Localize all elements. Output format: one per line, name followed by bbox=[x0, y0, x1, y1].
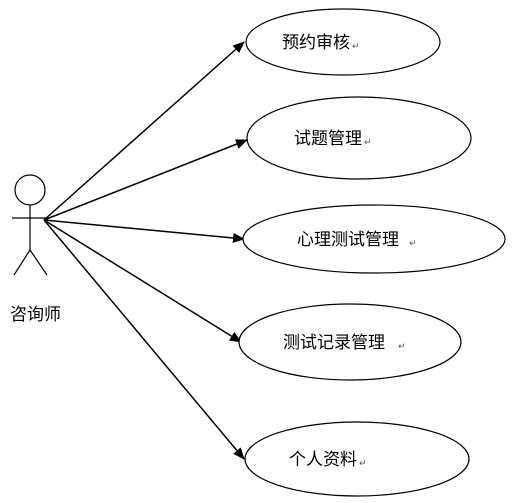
association-arrow-psych-test-management bbox=[43, 219, 245, 243]
association-arrow-appointment-review bbox=[43, 41, 245, 221]
paragraph-mark: ↵ bbox=[409, 239, 417, 249]
associations bbox=[43, 41, 248, 460]
actor-label: 咨询师 bbox=[10, 305, 61, 325]
paragraph-mark: ↵ bbox=[352, 42, 360, 52]
association-arrow-question-management bbox=[43, 139, 248, 221]
use-case-question-management: 试题管理 ↵ bbox=[246, 96, 472, 180]
use-case-psych-test-management: 心理测试管理 ↵ bbox=[242, 204, 506, 274]
use-case-label: 预约审核 bbox=[282, 33, 350, 53]
paragraph-mark: ↵ bbox=[398, 342, 406, 352]
actor-icon bbox=[12, 174, 49, 276]
actor-head bbox=[14, 174, 46, 206]
use-case-personal-profile: 个人资料 ↵ bbox=[244, 421, 470, 497]
use-case-test-record-management: 测试记录管理 ↵ bbox=[238, 303, 462, 381]
use-case-label: 心理测试管理 bbox=[297, 230, 399, 250]
use-case-label: 试题管理 bbox=[294, 129, 362, 149]
association-arrow-personal-profile bbox=[43, 219, 245, 460]
actor-right-leg bbox=[29, 249, 48, 276]
use-case-label: 个人资料 bbox=[289, 450, 357, 470]
association-arrow-test-record-management bbox=[43, 219, 242, 343]
paragraph-mark: ↵ bbox=[359, 459, 367, 469]
actor-left-leg bbox=[13, 249, 31, 276]
use-case-label: 测试记录管理 bbox=[283, 333, 385, 353]
use-case-appointment-review: 预约审核 ↵ bbox=[245, 8, 441, 76]
paragraph-mark: ↵ bbox=[364, 138, 372, 148]
